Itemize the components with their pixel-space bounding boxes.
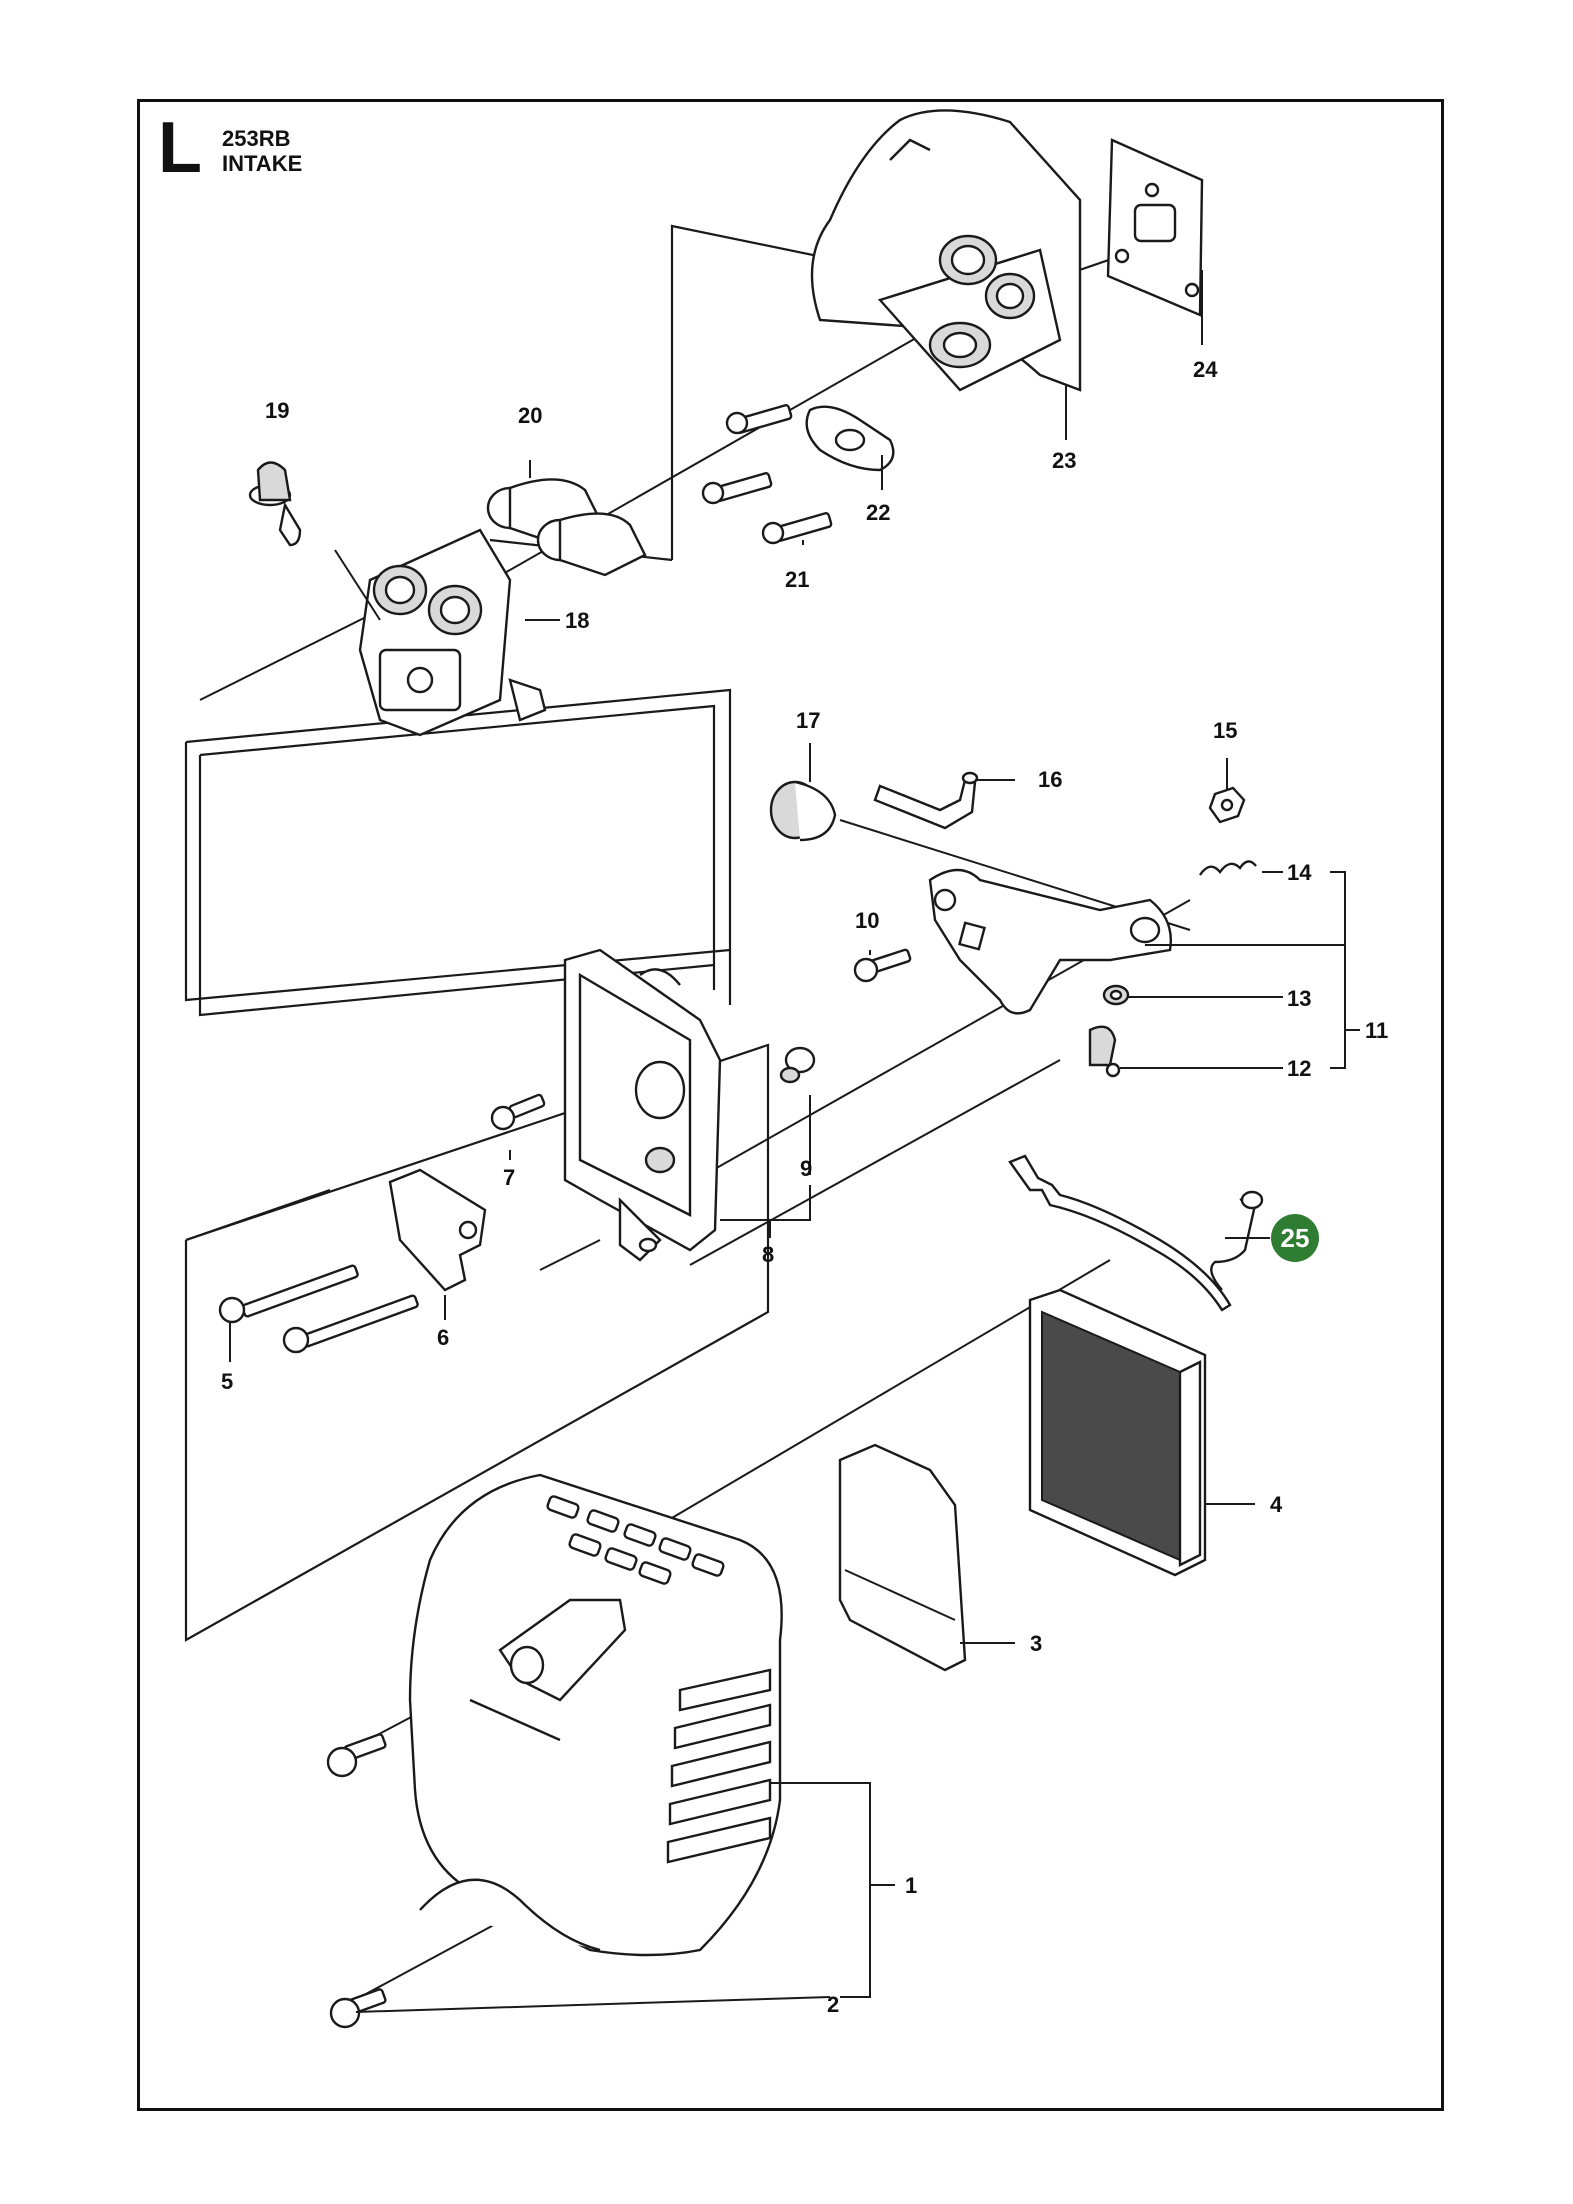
callout-22: 22 <box>866 500 890 525</box>
part-22-flange-gasket <box>805 405 895 472</box>
callout-9: 9 <box>800 1156 812 1181</box>
part-11-lever-assembly <box>928 868 1172 1015</box>
part-24-gasket-plate <box>1106 138 1204 317</box>
callout-19: 19 <box>265 398 289 423</box>
part-25-cable <box>1008 1154 1264 1312</box>
section-letter: L <box>158 108 202 188</box>
part-3-pre-filter <box>838 1443 967 1672</box>
callout-15: 15 <box>1213 718 1237 743</box>
callout-12: 12 <box>1287 1056 1311 1081</box>
part-18-carburetor <box>334 528 547 737</box>
part-8-filter-base <box>563 948 722 1262</box>
part-14-spring <box>1199 860 1257 876</box>
part-13-washer <box>1102 984 1130 1006</box>
cover-top-vents <box>546 1495 725 1585</box>
diagram-title: INTAKE <box>222 151 303 176</box>
part-21-bolts <box>701 404 833 545</box>
callout-20: 20 <box>518 403 542 428</box>
callout-3: 3 <box>1030 1631 1042 1656</box>
model-label: 253RB <box>222 126 291 151</box>
part-23-intake-adapter <box>810 109 1082 392</box>
callout-2: 2 <box>827 1992 839 2017</box>
callout-13: 13 <box>1287 986 1311 1011</box>
part-15-nut <box>1208 786 1246 824</box>
callout-24: 24 <box>1193 357 1218 382</box>
part-10-screw <box>853 948 912 983</box>
part-5-bolts <box>218 1264 419 1354</box>
part-6-bracket <box>388 1168 487 1292</box>
callout-25-highlight[interactable]: 25 <box>1271 1214 1319 1262</box>
callout-4: 4 <box>1270 1492 1283 1517</box>
callout-21: 21 <box>785 567 809 592</box>
cover-side-vents <box>666 1668 772 1864</box>
callout-14: 14 <box>1287 860 1312 885</box>
callout-16: 16 <box>1038 767 1062 792</box>
part-9-nipple <box>779 1046 816 1084</box>
part-1-air-filter-cover <box>408 1473 783 1957</box>
callout-1: 1 <box>905 1873 917 1898</box>
part-17-choke-knob <box>769 780 837 842</box>
callout-leaders <box>229 270 1360 2013</box>
callout-11: 11 <box>1365 1018 1388 1043</box>
callout-25: 25 <box>1281 1223 1310 1253</box>
part-4-air-filter <box>1028 1288 1207 1577</box>
callout-23: 23 <box>1052 448 1076 473</box>
callout-18: 18 <box>565 608 589 633</box>
callout-labels: 24 23 22 21 20 19 18 17 16 15 14 13 12 1… <box>221 357 1388 2017</box>
part-12-pivot <box>1088 1025 1121 1078</box>
callout-7: 7 <box>503 1165 515 1190</box>
callout-10: 10 <box>855 908 879 933</box>
callout-5: 5 <box>221 1369 233 1394</box>
callout-8: 8 <box>762 1242 774 1267</box>
part-2-screws <box>326 1733 387 2029</box>
part-16-hose-elbow <box>873 771 979 830</box>
callout-17: 17 <box>796 708 820 733</box>
diagram-frame <box>137 99 1444 2111</box>
part-19-primer-bulb <box>248 461 302 547</box>
part-20-intake-boot <box>486 478 647 577</box>
part-7-screw <box>490 1093 546 1131</box>
callout-6: 6 <box>437 1325 449 1350</box>
